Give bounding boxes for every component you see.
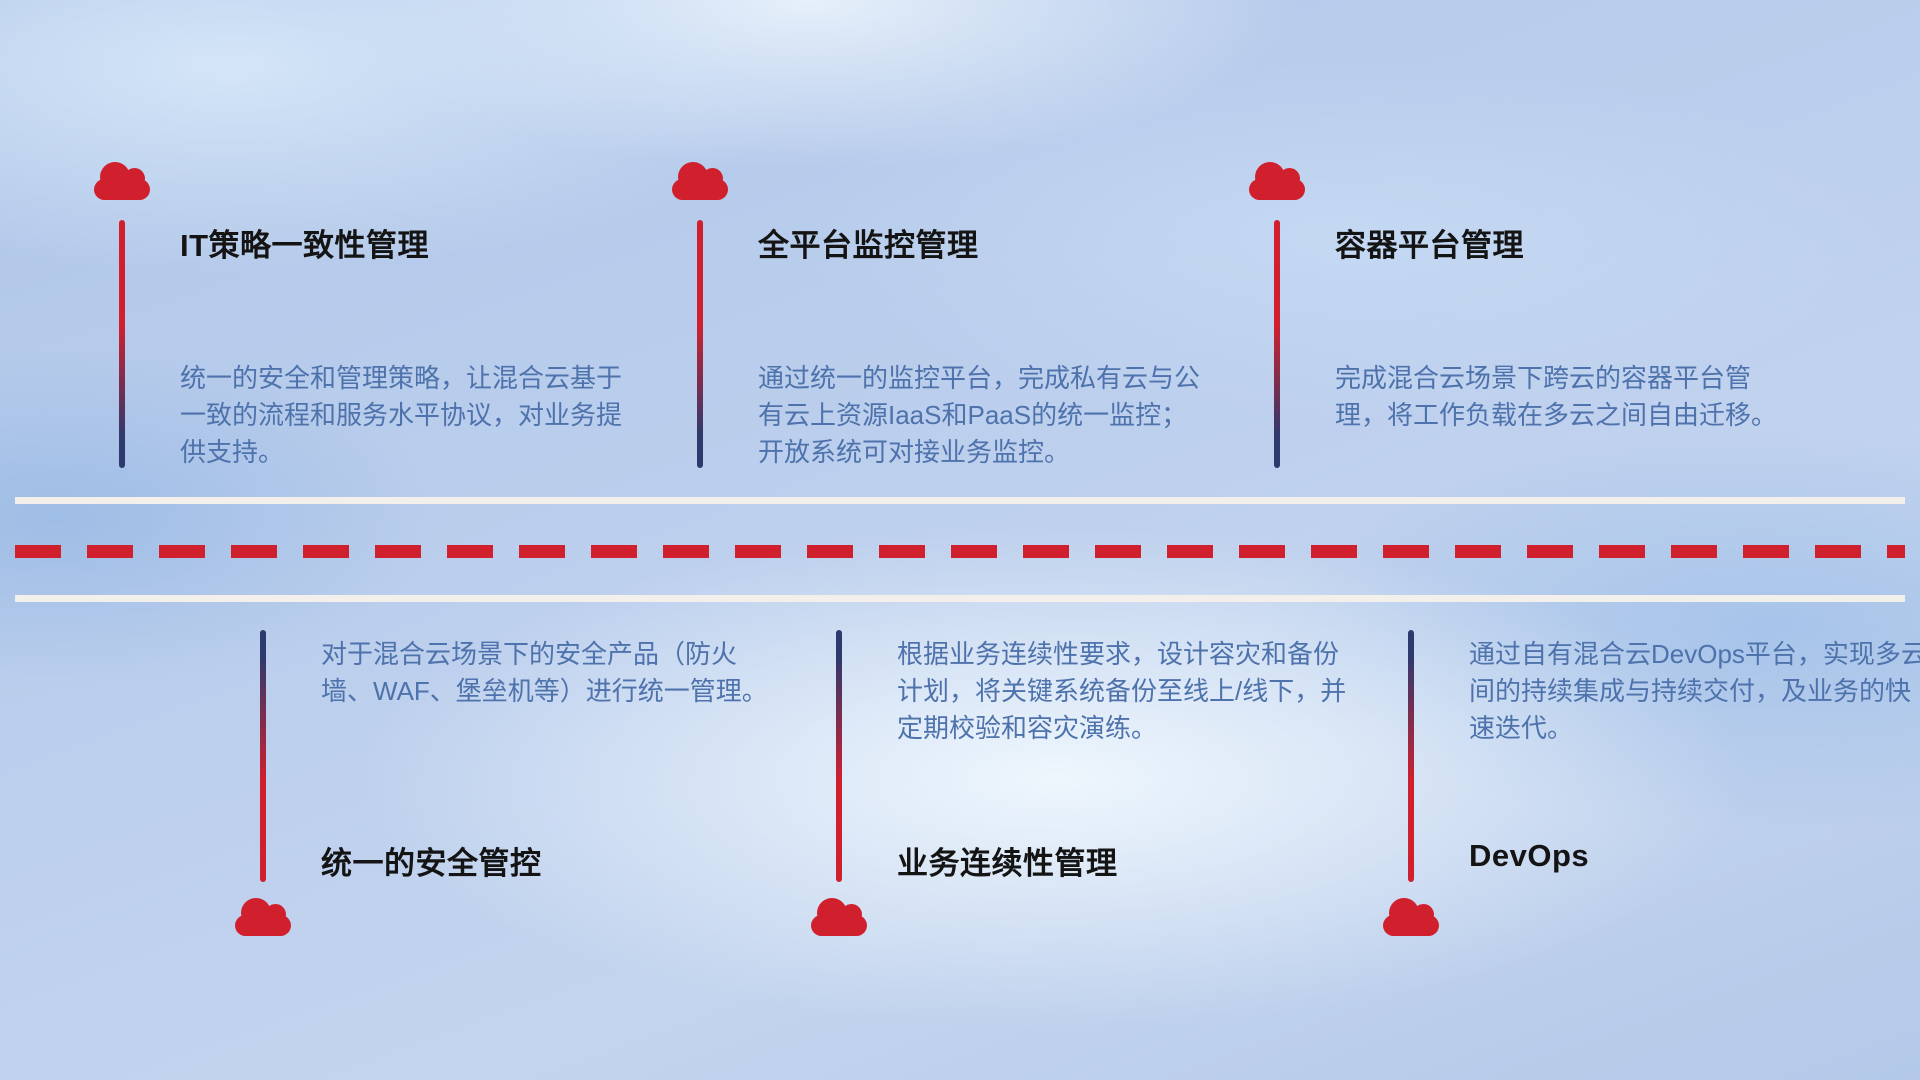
cloud-icon-shape [235, 898, 291, 936]
item-title: 容器平台管理 [1335, 228, 1524, 263]
item-description: 完成混合云场景下跨云的容器平台管理，将工作负载在多云之间自由迁移。 [1335, 363, 1778, 430]
cloud-icon [1383, 898, 1439, 938]
item-title: 业务连续性管理 [897, 846, 1118, 881]
cloud-icon [235, 898, 291, 938]
cloud-icon-shape [1249, 162, 1305, 200]
item-title: 全平台监控管理 [758, 228, 979, 263]
item-description: 通过统一的监控平台，完成私有云与公有云上资源IaaS和PaaS的统一监控；开放系… [758, 363, 1201, 467]
connector-line [1274, 220, 1280, 468]
road-dashed-centerline [15, 545, 1905, 558]
connector-line [119, 220, 125, 468]
item-description: 通过自有混合云DevOps平台，实现多云间的持续集成与持续交付，及业务的快速迭代… [1469, 639, 1920, 743]
cloud-icon [94, 162, 150, 202]
item-description: 根据业务连续性要求，设计容灾和备份计划，将关键系统备份至线上/线下，并定期校验和… [897, 639, 1347, 743]
item-description: 统一的安全和管理策略，让混合云基于一致的流程和服务水平协议，对业务提供支持。 [180, 363, 623, 467]
cloud-icon-shape [94, 162, 150, 200]
connector-line [260, 630, 266, 882]
cloud-icon-shape [1383, 898, 1439, 936]
item-description: 对于混合云场景下的安全产品（防火墙、WAF、堡垒机等）进行统一管理。 [321, 639, 768, 706]
item-title: DevOps [1469, 838, 1590, 873]
road-line-bottom [15, 595, 1905, 602]
cloud-icon-shape [672, 162, 728, 200]
item-title: 统一的安全管控 [321, 846, 542, 881]
cloud-icon [1249, 162, 1305, 202]
road-line-top [15, 497, 1905, 504]
cloud-icon-shape [811, 898, 867, 936]
item-title: IT策略一致性管理 [180, 228, 430, 263]
cloud-icon [811, 898, 867, 938]
connector-line [836, 630, 842, 882]
connector-line [1408, 630, 1414, 882]
cloud-icon [672, 162, 728, 202]
connector-line [697, 220, 703, 468]
